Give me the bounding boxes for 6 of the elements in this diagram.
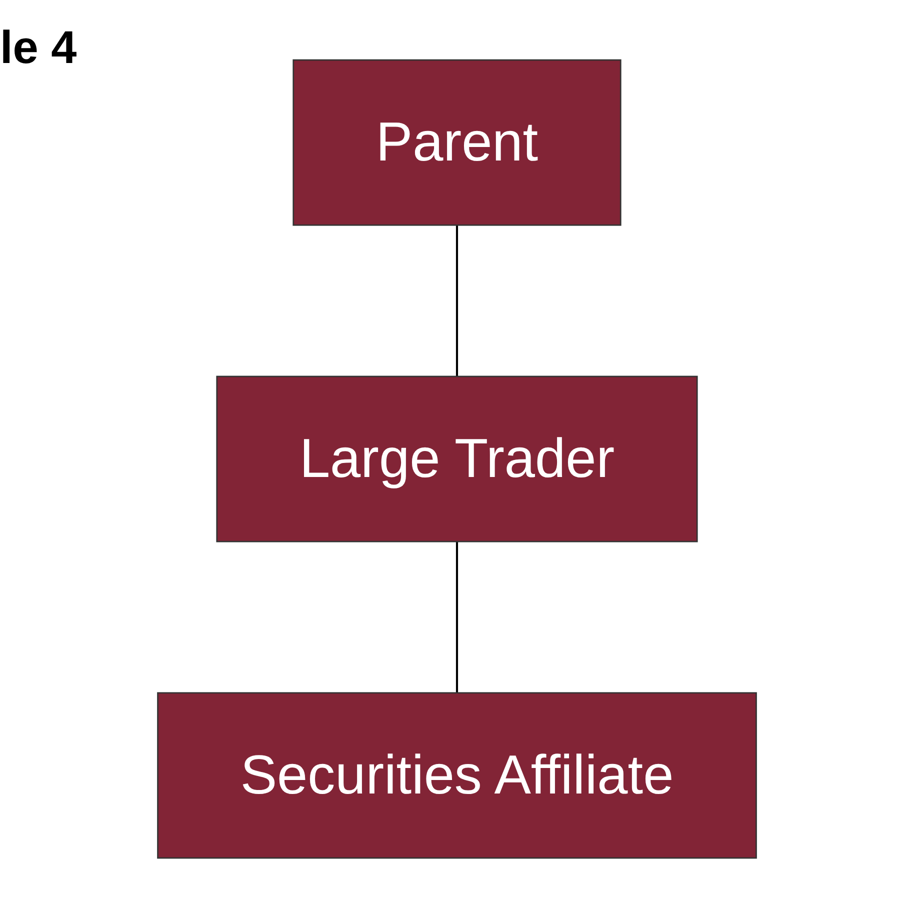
diagram-title: le 4 — [0, 20, 77, 74]
entity-box: Securities Affiliate — [156, 692, 756, 858]
entity-box: Large Trader — [216, 375, 698, 542]
connector — [455, 224, 458, 376]
connector — [455, 541, 458, 692]
entity-box: Parent — [292, 58, 621, 226]
